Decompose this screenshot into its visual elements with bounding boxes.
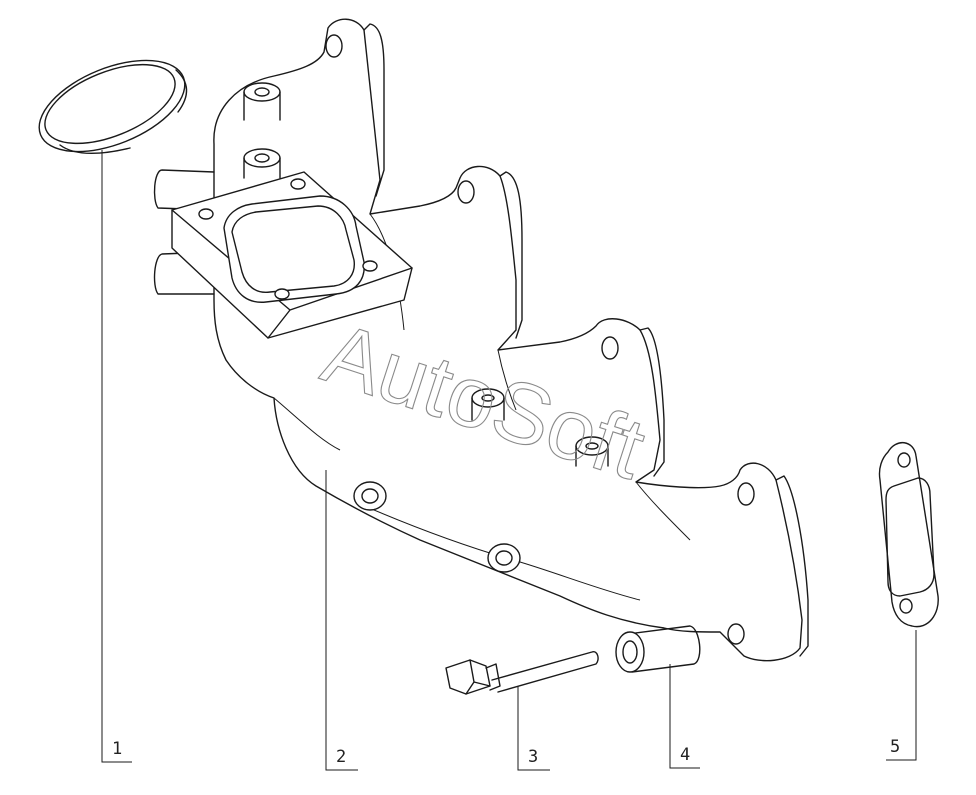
- part-1-gasket-ring: [38, 59, 188, 155]
- watermark-text: AutoSoft: [312, 305, 656, 498]
- part-4-spacer-sleeve: [615, 625, 701, 673]
- callout-4: 4: [680, 745, 690, 765]
- callout-3: 3: [528, 747, 538, 767]
- leader-lines: [101, 150, 917, 771]
- callout-2: 2: [336, 747, 346, 767]
- callout-5: 5: [890, 737, 900, 757]
- part-3-bolt: [445, 651, 599, 695]
- part-2-exhaust-manifold: [153, 18, 809, 662]
- part-5-flange-gasket: [878, 442, 939, 628]
- callout-1: 1: [112, 739, 122, 759]
